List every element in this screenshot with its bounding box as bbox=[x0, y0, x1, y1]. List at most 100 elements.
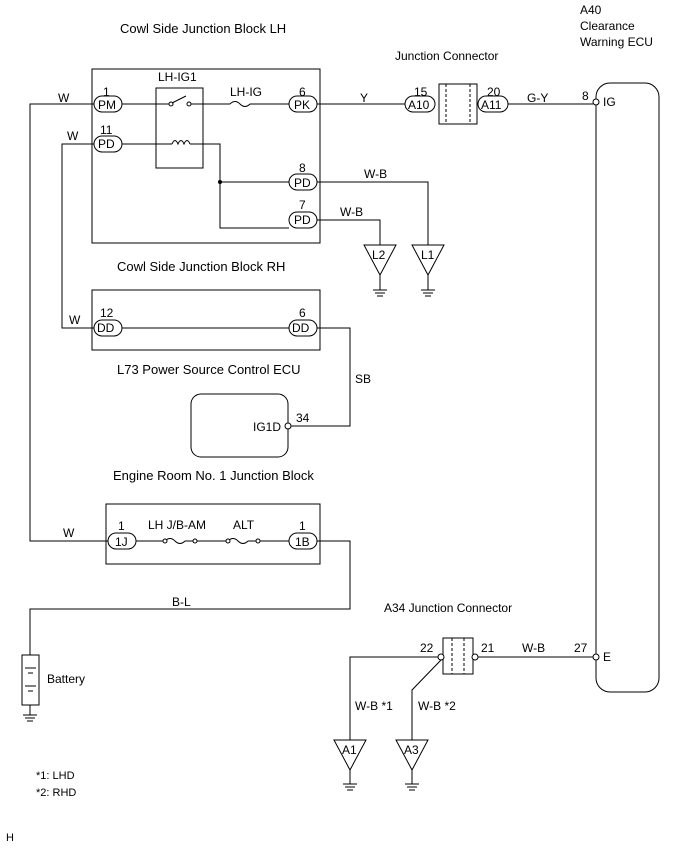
ground-a1-label: A1 bbox=[342, 743, 357, 757]
jb-lh-pin11-label: PD bbox=[98, 137, 115, 151]
ecu-pin-ig-label: IG bbox=[603, 95, 616, 109]
jb-rh-box bbox=[91, 289, 321, 351]
junction-connector-a34: A34 Junction Connector 22 21 W-B W-B *1 … bbox=[333, 601, 593, 791]
jc-top-dash bbox=[445, 84, 471, 124]
jc-top-pin-a-label: A10 bbox=[408, 98, 430, 112]
fuse-lh-ig-label: LH-IG bbox=[230, 85, 262, 99]
wire-1b-to-battery bbox=[29, 540, 351, 655]
jb-rh-pin-a-label: DD bbox=[97, 321, 115, 335]
battery-icon bbox=[25, 667, 36, 692]
left-wires: W W W W bbox=[29, 91, 108, 542]
wire-label-pd: W bbox=[67, 129, 79, 143]
jb-rh-pin-a-num: 12 bbox=[100, 306, 114, 320]
ps-ecu-pin bbox=[284, 422, 292, 430]
junction-block-rh: Cowl Side Junction Block RH 12 DD 6 DD S… bbox=[91, 259, 371, 427]
wire-label-wb8: W-B bbox=[364, 167, 387, 181]
wire-label-a1: W-B *1 bbox=[355, 699, 393, 713]
relay-switch-arm bbox=[171, 95, 187, 104]
wire-dd-to-ig1d bbox=[291, 327, 351, 427]
coil-icon bbox=[171, 140, 191, 146]
wire-label-1j: W bbox=[63, 526, 75, 540]
ground-a1-triangle bbox=[333, 739, 367, 772]
ground-l1-triangle bbox=[411, 244, 445, 277]
ecu-pin-e-label: E bbox=[603, 650, 611, 664]
wire-label-wb27: W-B bbox=[522, 641, 545, 655]
wire-label-wb7: W-B bbox=[340, 205, 363, 219]
wire-label-sb: SB bbox=[355, 372, 371, 386]
ground-l2-label: L2 bbox=[372, 248, 386, 262]
relay-label: LH-IG1 bbox=[158, 70, 197, 84]
battery-body bbox=[21, 654, 40, 706]
er-jb-fuse-a-end1 bbox=[162, 538, 168, 544]
jb-lh-pin11-num: 11 bbox=[100, 123, 113, 137]
jc-top-pin-b-label: A11 bbox=[481, 98, 502, 112]
ground-l2-triangle bbox=[363, 244, 397, 277]
jc-a34-dash bbox=[451, 638, 465, 674]
fuse-lh-ig-icon bbox=[229, 101, 251, 107]
wire-label-dd: W bbox=[69, 313, 81, 327]
jc-a34-title: A34 Junction Connector bbox=[384, 601, 512, 615]
er-jb-box bbox=[105, 503, 321, 565]
er-jb-fuse-a-label: LH J/B-AM bbox=[148, 518, 206, 532]
jc-top-pin-b-num: 20 bbox=[487, 85, 501, 99]
jb-lh-pin6-num: 6 bbox=[299, 85, 306, 99]
ground-l1-label: L1 bbox=[421, 248, 435, 262]
note-2: *2: RHD bbox=[36, 787, 76, 799]
junction-block-lh: Cowl Side Junction Block LH 1 PM 11 PD 6… bbox=[91, 21, 321, 244]
battery-ground-icon bbox=[23, 705, 37, 722]
coil-wire-b bbox=[190, 143, 289, 229]
battery: Battery bbox=[21, 654, 85, 722]
jb-rh-pin-b-num: 6 bbox=[299, 306, 306, 320]
er-jb-fuse-b-end1 bbox=[225, 538, 231, 544]
junction-connector-top: Junction Connector Y 15 A10 20 A11 G-Y bbox=[317, 49, 593, 125]
er-jb-pin-a-num: 1 bbox=[118, 519, 125, 533]
jb-rh-pin-b-label: DD bbox=[292, 321, 310, 335]
ps-ecu-pin-num: 34 bbox=[296, 411, 310, 425]
wire-22-to-a1 bbox=[349, 656, 438, 740]
note-1: *1: LHD bbox=[36, 770, 75, 782]
battery-label: Battery bbox=[47, 672, 85, 686]
ground-l1-l2: W-B W-B L2 L1 bbox=[317, 167, 445, 297]
jb-rh-title: Cowl Side Junction Block RH bbox=[117, 259, 285, 274]
er-jb-pin-b-num: 1 bbox=[299, 519, 306, 533]
er-jb-fuse-a-end2 bbox=[192, 538, 198, 544]
ps-ecu-title: L73 Power Source Control ECU bbox=[117, 362, 301, 377]
jc-top-pin-a-num: 15 bbox=[414, 85, 428, 99]
ground-l1-icon bbox=[421, 275, 435, 297]
ps-ecu-pin-label: IG1D bbox=[253, 420, 281, 434]
power-source-ecu: L73 Power Source Control ECU IG1D 34 bbox=[117, 362, 310, 458]
jc-a34-pin-b-num: 21 bbox=[481, 641, 495, 655]
jc-a34-pin-a-num: 22 bbox=[420, 641, 434, 655]
jb-lh-pin7-num: 7 bbox=[299, 198, 306, 212]
jb-lh-pin8-label: PD bbox=[294, 176, 311, 190]
ground-a1-icon bbox=[343, 770, 357, 791]
jb-lh-box bbox=[91, 68, 321, 244]
er-jb-internal-wire bbox=[136, 538, 289, 544]
jc-a34-pin22 bbox=[437, 653, 445, 661]
jb-lh-pin7-label: PD bbox=[294, 213, 311, 227]
ecu-pin-ig-num: 8 bbox=[582, 89, 589, 103]
wire-label-bl: B-L bbox=[172, 595, 191, 609]
jb-lh-title: Cowl Side Junction Block LH bbox=[120, 21, 286, 36]
ground-a3-triangle bbox=[395, 739, 429, 772]
ecu-pin-ig bbox=[592, 98, 600, 106]
jb-lh-pin1-num: 1 bbox=[103, 85, 110, 99]
er-jb-fuse-b-end2 bbox=[255, 538, 261, 544]
wire-pd-to-dd bbox=[61, 143, 94, 329]
ecu-name-line2: Warning ECU bbox=[580, 35, 653, 49]
wire-label-gy: G-Y bbox=[527, 91, 548, 105]
er-jb-pin-a-label: 1J bbox=[115, 535, 128, 549]
ecu-pin-e bbox=[592, 653, 600, 661]
er-jb-fuse-b-label: ALT bbox=[233, 518, 255, 532]
jc-a34-pin21 bbox=[471, 653, 479, 661]
footer-letter: H bbox=[6, 832, 14, 844]
er-jb-title: Engine Room No. 1 Junction Block bbox=[113, 468, 314, 483]
ecu-a40: A40 Clearance Warning ECU 8 IG 27 E bbox=[574, 3, 660, 693]
jc-top-pin-a10 bbox=[404, 95, 436, 113]
ecu-pin-e-num: 27 bbox=[574, 641, 588, 655]
wire-pin7-to-l2 bbox=[317, 219, 381, 245]
ground-l2-icon bbox=[373, 275, 387, 297]
relay-box bbox=[155, 87, 204, 169]
wire-pin8-to-l1 bbox=[317, 181, 429, 245]
